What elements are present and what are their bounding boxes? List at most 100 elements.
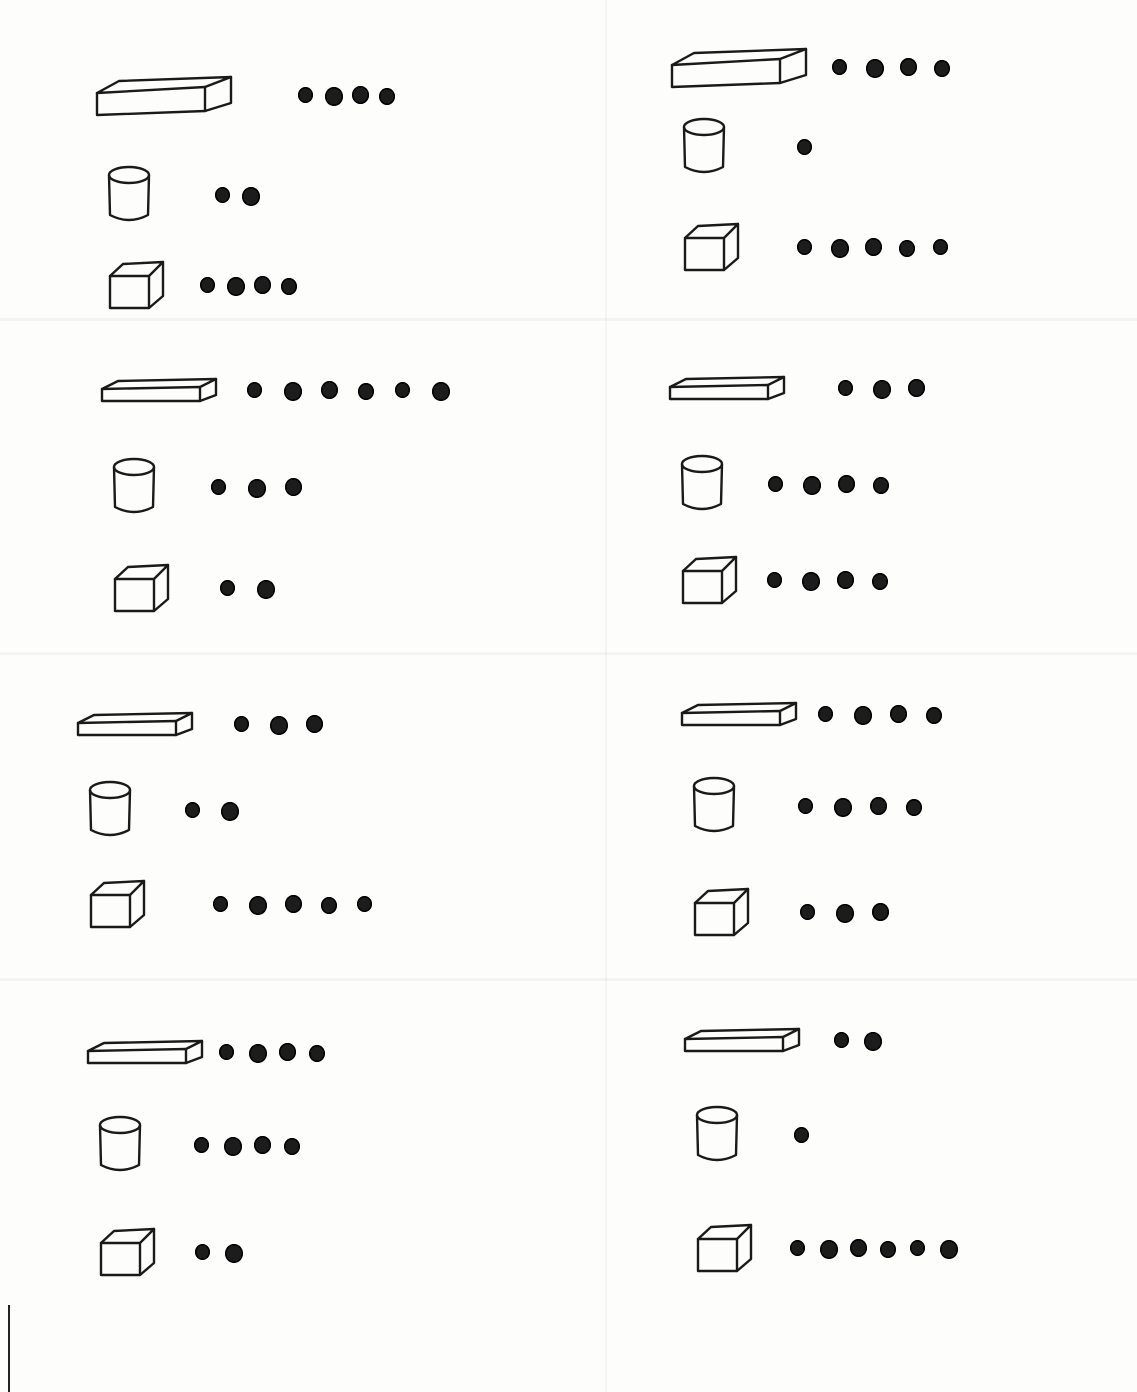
count-dot — [834, 1032, 849, 1048]
count-dot — [768, 476, 783, 492]
count-dot — [926, 707, 942, 724]
count-dot — [432, 382, 450, 401]
count-dot — [794, 1127, 809, 1143]
fold-line — [0, 318, 1137, 321]
count-dot — [850, 1239, 867, 1257]
count-dot — [865, 238, 882, 256]
count-dot — [358, 383, 374, 400]
count-dot — [820, 1240, 838, 1259]
count-dot — [933, 239, 948, 255]
count-dot — [285, 895, 302, 913]
count-dot — [790, 1240, 805, 1256]
fold-line — [0, 978, 1137, 981]
count-dot — [798, 798, 813, 814]
cylinder-icon — [96, 1115, 144, 1175]
count-dot — [325, 87, 343, 106]
count-dot — [940, 1240, 958, 1259]
count-dot — [194, 1137, 209, 1153]
cylinder-icon — [110, 457, 158, 517]
count-dot — [866, 59, 884, 78]
count-dot — [802, 572, 820, 591]
count-dot — [899, 240, 915, 257]
cube-icon — [682, 222, 742, 272]
count-dot — [908, 379, 925, 397]
count-dot — [838, 475, 855, 493]
count-dot — [221, 802, 239, 821]
count-dot — [220, 580, 235, 596]
count-dot — [803, 476, 821, 495]
count-dot — [395, 382, 410, 398]
count-dot — [880, 1241, 896, 1258]
cube-icon — [692, 887, 752, 937]
long-bar-icon — [95, 75, 235, 115]
count-dot — [215, 187, 230, 203]
count-dot — [872, 573, 888, 590]
long-bar-icon — [100, 377, 220, 403]
long-bar-icon — [680, 701, 800, 727]
count-dot — [800, 904, 815, 920]
count-dot — [234, 716, 249, 732]
long-bar-icon — [670, 47, 810, 87]
count-dot — [200, 277, 215, 293]
cube-icon — [695, 1223, 755, 1273]
count-dot — [284, 382, 302, 401]
count-dot — [818, 706, 833, 722]
long-bar-icon — [683, 1027, 803, 1053]
count-dot — [836, 904, 854, 923]
cylinder-icon — [680, 117, 728, 177]
count-dot — [249, 1044, 267, 1063]
cylinder-icon — [678, 454, 726, 514]
margin-mark — [8, 1305, 10, 1392]
fold-line — [0, 652, 1137, 655]
count-dot — [306, 715, 323, 733]
count-dot — [309, 1045, 325, 1062]
count-dot — [838, 380, 853, 396]
count-dot — [870, 797, 887, 815]
count-dot — [767, 572, 782, 588]
count-dot — [257, 580, 275, 599]
count-dot — [910, 1240, 925, 1256]
count-dot — [832, 59, 847, 75]
cube-icon — [680, 555, 740, 605]
long-bar-icon — [668, 375, 788, 401]
long-bar-icon — [76, 711, 196, 737]
count-dot — [213, 896, 228, 912]
count-dot — [279, 1043, 296, 1061]
cylinder-icon — [693, 1105, 741, 1165]
count-dot — [195, 1244, 210, 1260]
fold-line — [605, 0, 607, 1392]
count-dot — [270, 716, 288, 735]
count-dot — [298, 87, 313, 103]
count-dot — [854, 706, 872, 725]
count-dot — [285, 478, 302, 496]
count-dot — [873, 380, 891, 399]
count-dot — [249, 896, 267, 915]
count-dot — [254, 1136, 271, 1154]
count-dot — [224, 1137, 242, 1156]
count-dot — [831, 239, 849, 258]
count-dot — [834, 798, 852, 817]
cylinder-icon — [690, 776, 738, 836]
count-dot — [352, 86, 369, 104]
count-dot — [890, 705, 907, 723]
cube-icon — [112, 563, 172, 613]
cylinder-icon — [105, 165, 153, 225]
cube-icon — [88, 879, 148, 929]
count-dot — [227, 277, 245, 296]
count-dot — [281, 278, 297, 295]
count-dot — [900, 58, 917, 76]
count-dot — [837, 571, 854, 589]
count-dot — [797, 239, 812, 255]
count-dot — [873, 477, 889, 494]
count-dot — [872, 903, 889, 921]
count-dot — [906, 799, 922, 816]
count-dot — [321, 897, 337, 914]
count-dot — [185, 802, 200, 818]
count-dot — [248, 479, 266, 498]
count-dot — [219, 1044, 234, 1060]
count-dot — [797, 139, 812, 155]
cube-icon — [107, 260, 167, 310]
cylinder-icon — [86, 780, 134, 840]
cube-icon — [98, 1227, 158, 1277]
